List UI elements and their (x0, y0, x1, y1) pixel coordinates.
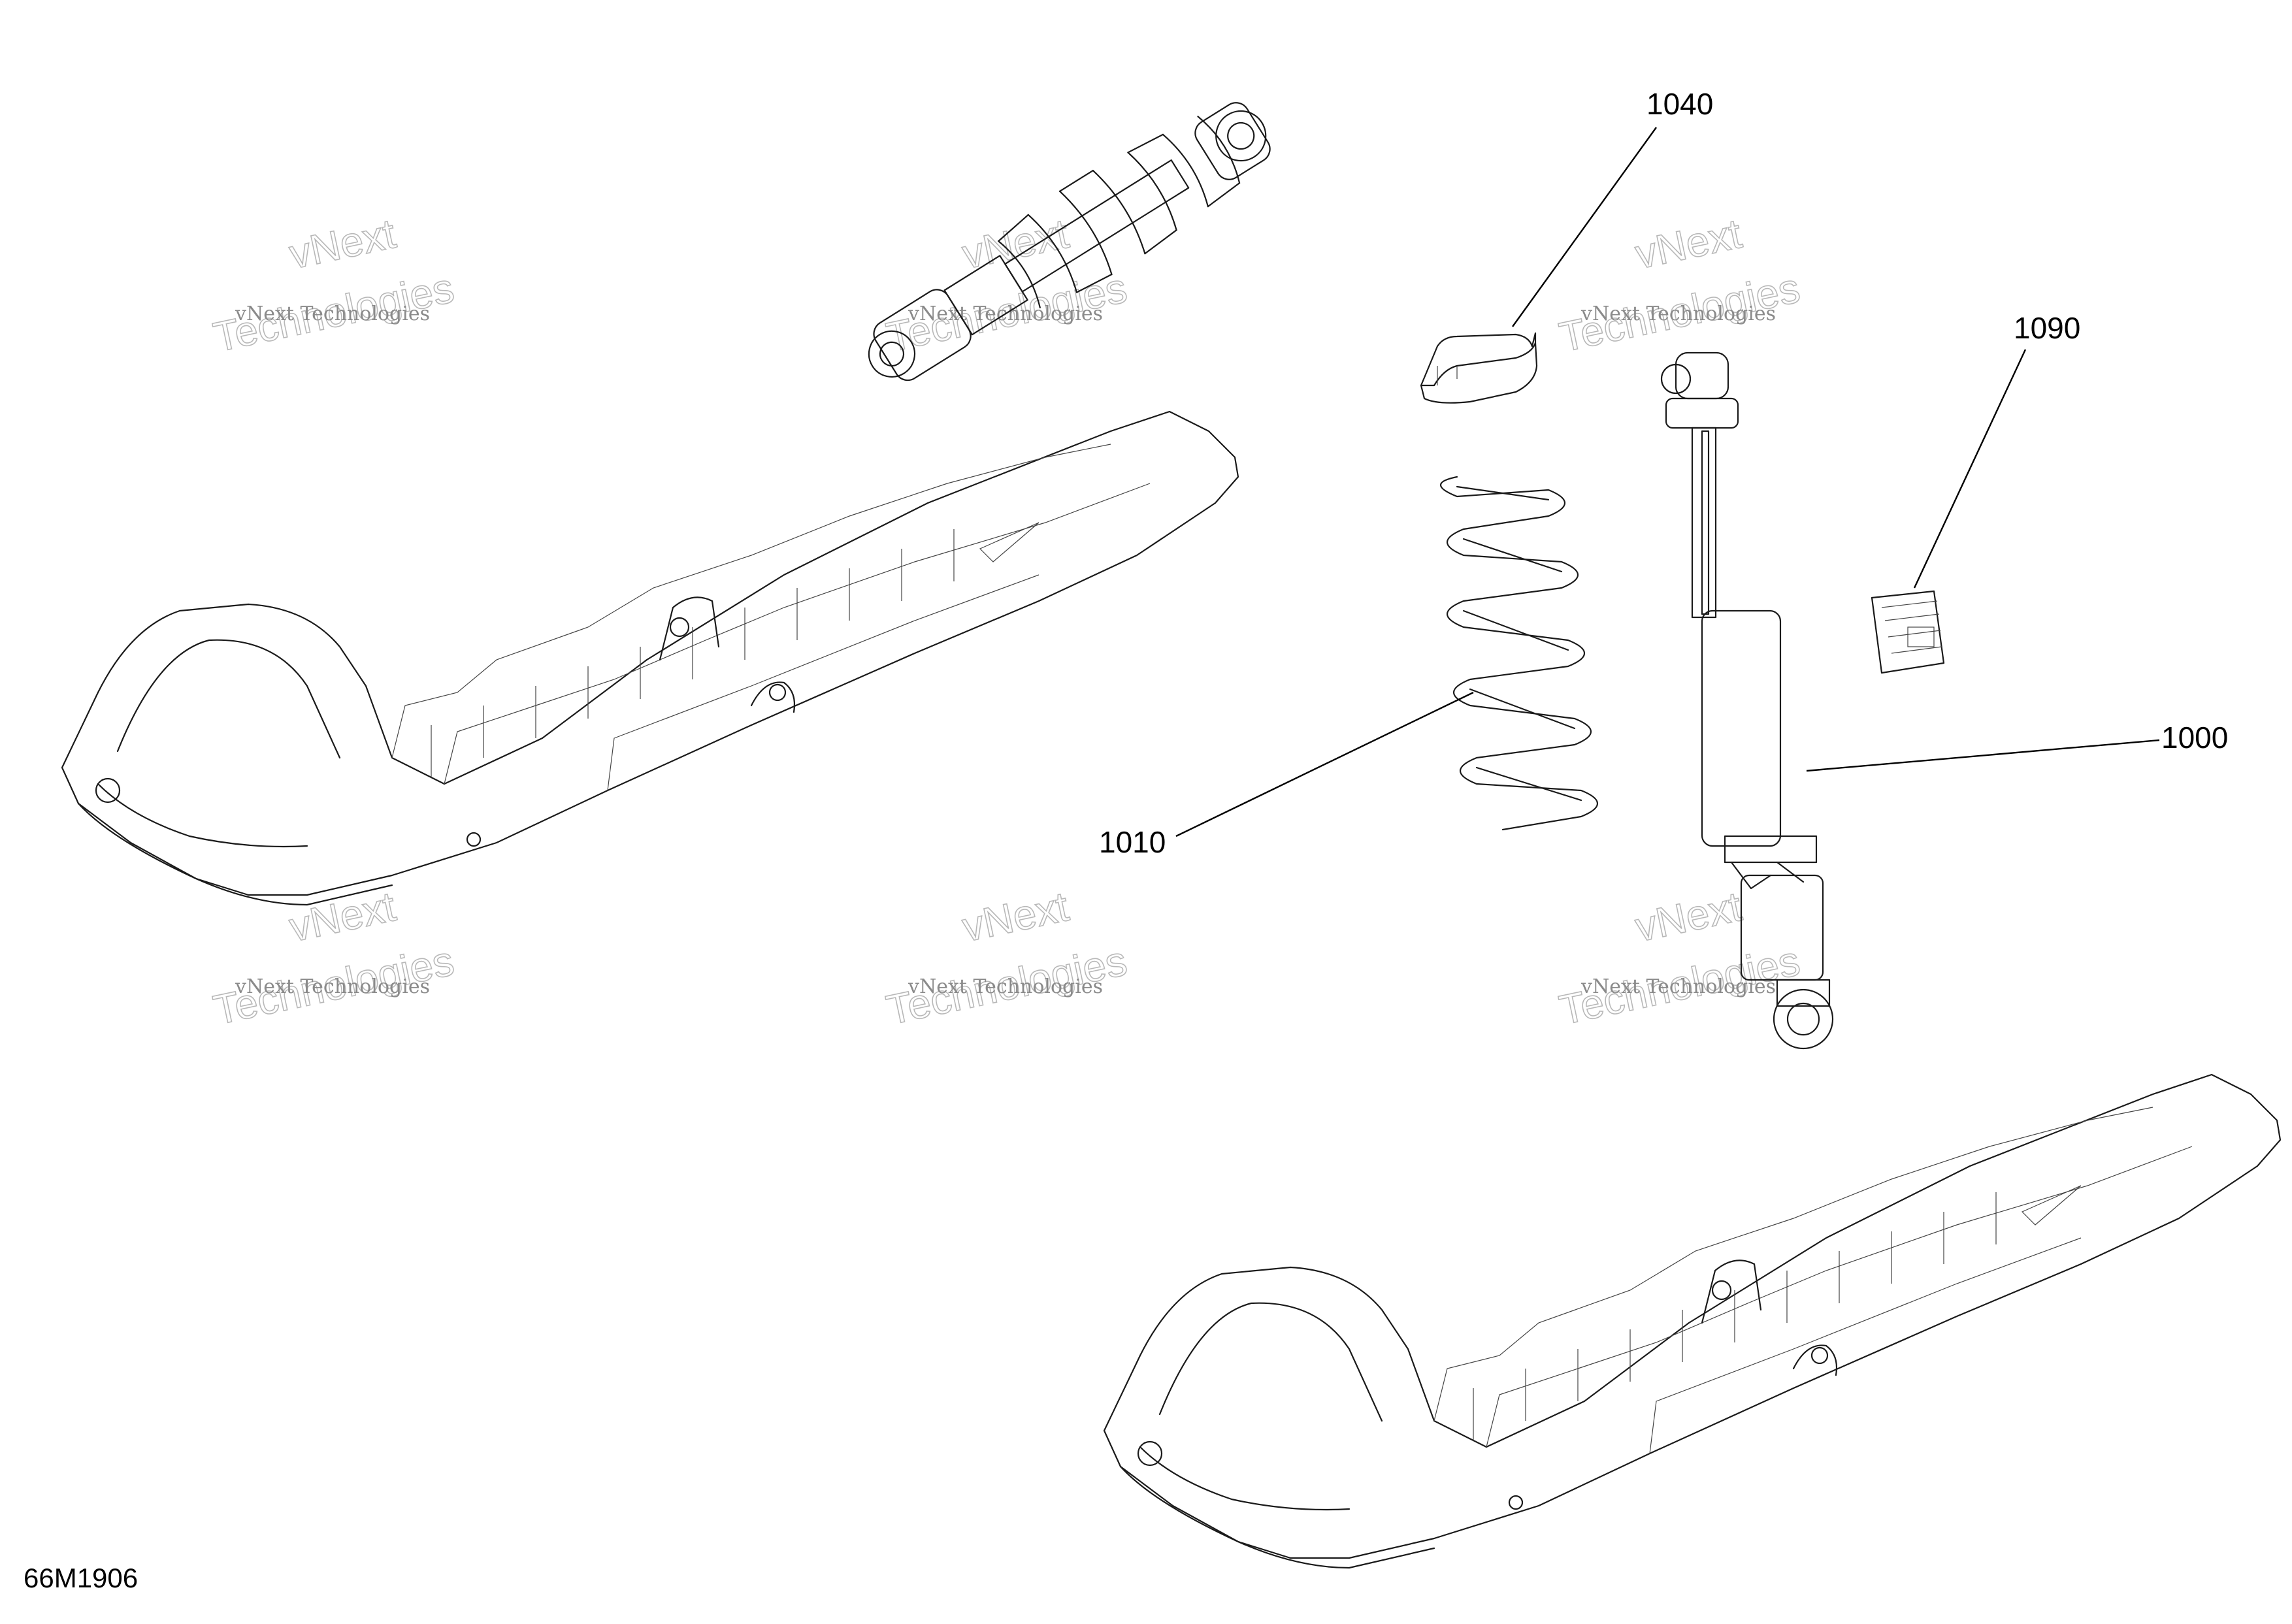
watermark-big-1: vNext (958, 883, 1073, 950)
ski-right (1103, 1073, 2282, 1569)
watermarks: vNext Technologies vNext Technologies vN… (209, 209, 1805, 1034)
part-1000-shock (1660, 351, 1834, 1050)
watermark: vNext Technologies vNext Technologies (1555, 882, 1805, 1034)
watermark: vNext Technologies vNext Technologies (882, 882, 1132, 1034)
leader-lines (1175, 127, 2160, 837)
watermark: vNext Technologies vNext Technologies (1555, 209, 1805, 361)
leader-1010 (1175, 691, 1474, 837)
callout-1000: 1000 (2161, 721, 2228, 755)
leader-1040 (1512, 127, 1657, 327)
watermark-small: vNext Technologies (235, 975, 430, 998)
figure-code: 66M1906 (24, 1563, 138, 1593)
watermark-big-1: vNext (1631, 210, 1746, 278)
leader-1090 (1913, 349, 2027, 589)
ski-left-ribs (431, 529, 955, 777)
watermark: vNext Technologies vNext Technologies (209, 882, 459, 1034)
watermark: vNext Technologies vNext Technologies (209, 209, 459, 361)
shock-assembly-top (868, 102, 1271, 382)
callout-1040: 1040 (1646, 87, 1713, 121)
callout-1090: 1090 (2014, 311, 2080, 345)
watermark-small: vNext Technologies (235, 302, 430, 325)
ski-left (61, 410, 1239, 906)
watermark-small: vNext Technologies (1580, 302, 1776, 325)
callouts: 1040 1090 1000 1010 (1099, 87, 2228, 859)
watermark-big-1: vNext (286, 210, 400, 278)
watermark-big-1: vNext (286, 883, 400, 950)
leader-1000 (1806, 739, 2160, 772)
part-1010-spring (1440, 476, 1599, 831)
watermark-small: vNext Technologies (1580, 975, 1776, 998)
watermark-small: vNext Technologies (908, 975, 1103, 998)
watermark-big-1: vNext (958, 210, 1073, 278)
watermark: vNext Technologies vNext Technologies (882, 209, 1132, 361)
part-1090-label (1871, 590, 1945, 674)
watermark-big-1: vNext (1631, 883, 1746, 950)
callout-1010: 1010 (1099, 825, 1166, 859)
part-1040-cap (1420, 332, 1538, 404)
